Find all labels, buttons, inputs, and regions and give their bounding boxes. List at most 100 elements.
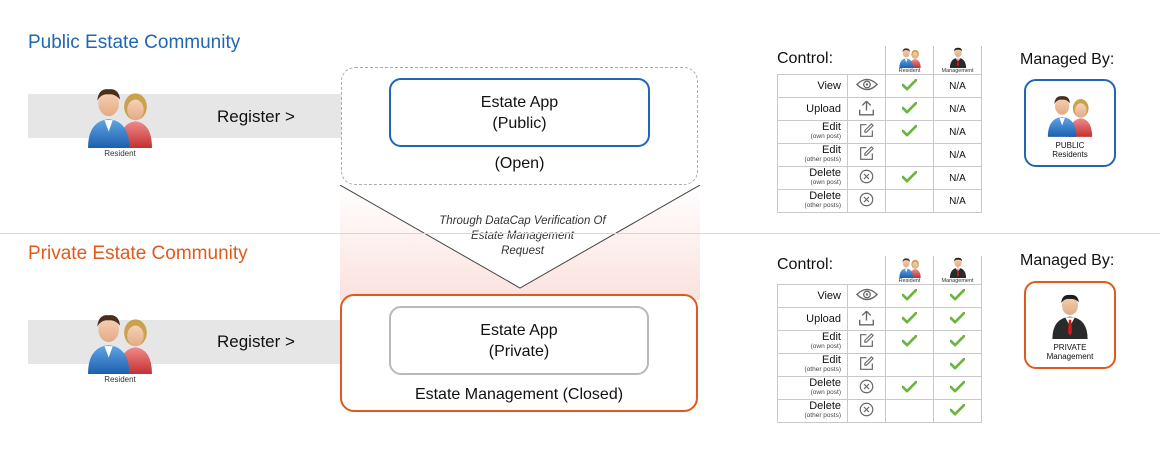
section-divider: [0, 233, 1160, 234]
action-label: Delete: [809, 400, 841, 412]
empty-cell: [885, 353, 934, 377]
edit-icon: [859, 123, 874, 138]
empty-cell: [885, 143, 934, 167]
action-sublabel: (other posts): [804, 366, 842, 373]
private-col-management-label: Management: [941, 278, 974, 284]
na-label: N/A: [949, 104, 966, 115]
public-app-line-2: (Public): [492, 114, 547, 132]
check-icon: [902, 79, 917, 91]
action-label: Delete: [809, 377, 841, 389]
public-app-line-1: Estate App: [480, 93, 559, 111]
edit-icon: [859, 356, 874, 371]
check-icon: [950, 289, 965, 301]
action-sublabel: (own post): [810, 179, 841, 186]
check-icon: [902, 312, 917, 324]
public-managed-title: Managed By:: [1020, 51, 1115, 68]
private-managed-line-1: PRIVATE: [1053, 343, 1087, 352]
action-label: Delete: [809, 190, 841, 202]
action-sublabel: (other posts): [804, 202, 842, 209]
private-control-row: View: [777, 284, 982, 308]
empty-cell: [885, 189, 934, 213]
action-label: Edit: [822, 121, 841, 133]
public-managed-line-1: PUBLIC: [1055, 141, 1085, 150]
delete-icon: [859, 192, 874, 207]
action-label: Upload: [806, 312, 841, 325]
private-col-resident-label: Resident: [898, 278, 921, 284]
private-app-line-2: (Private): [488, 342, 550, 360]
na-label: N/A: [949, 173, 966, 184]
public-control-row: View N/A: [777, 74, 982, 98]
action-label: Edit: [822, 354, 841, 366]
na-label: N/A: [949, 127, 966, 138]
check-icon: [902, 171, 917, 183]
public-managed-residents-icon: [1045, 91, 1095, 137]
action-sublabel: (own post): [810, 389, 841, 396]
public-col-resident-label: Resident: [898, 68, 921, 74]
upload-icon: [858, 100, 875, 116]
action-label: View: [817, 289, 841, 302]
public-app-box[interactable]: Estate App (Public): [389, 78, 650, 147]
private-col-resident: Resident: [885, 256, 934, 285]
action-label: View: [817, 79, 841, 92]
verification-line-2: Estate Management: [471, 230, 574, 242]
public-state-label: (Open): [494, 155, 545, 172]
verification-text: Through DataCap Verification Of Estate M…: [400, 214, 645, 259]
private-action-edit-own-post: Edit(own post): [777, 330, 848, 354]
action-sublabel: (own post): [810, 133, 841, 140]
public-managed-line-2: Residents: [1052, 150, 1088, 159]
upload-icon: [858, 310, 875, 326]
private-control-row: Delete(own post): [777, 376, 982, 400]
private-control-row: Edit(own post): [777, 330, 982, 354]
na-label: N/A: [949, 150, 966, 161]
action-sublabel: (other posts): [804, 156, 842, 163]
private-action-delete-other-posts: Delete(other posts): [777, 399, 848, 423]
eye-icon: [856, 77, 878, 92]
private-action-upload: Upload: [777, 307, 848, 331]
empty-cell: [885, 399, 934, 423]
check-icon: [902, 381, 917, 393]
check-icon: [950, 335, 965, 347]
public-register-label: Register >: [217, 107, 295, 126]
public-control-title: Control:: [777, 50, 834, 67]
public-resident-caption: Resident: [104, 149, 136, 158]
private-control-row: Edit(other posts): [777, 353, 982, 377]
private-col-management: Management: [933, 256, 982, 285]
private-control-row: Delete(other posts): [777, 399, 982, 423]
public-resident-icon: [83, 82, 157, 148]
edit-icon: [859, 333, 874, 348]
private-managed-line-2: Management: [1046, 352, 1094, 361]
private-action-edit-other-posts: Edit(other posts): [777, 353, 848, 377]
private-resident-icon: [83, 308, 157, 374]
private-managed-box: PRIVATE Management: [1024, 281, 1116, 369]
eye-icon: [856, 287, 878, 302]
delete-icon: [859, 169, 874, 184]
public-control-row: Edit(own post) N/A: [777, 120, 982, 144]
check-icon: [902, 335, 917, 347]
private-control-row: Upload: [777, 307, 982, 331]
public-action-edit-other-posts: Edit(other posts): [777, 143, 848, 167]
na-label: N/A: [949, 81, 966, 92]
check-icon: [950, 312, 965, 324]
public-control-row: Upload N/A: [777, 97, 982, 121]
check-icon: [950, 404, 965, 416]
public-col-management-label: Management: [941, 68, 974, 74]
private-register-band: [28, 320, 390, 364]
public-register-band: [28, 94, 390, 138]
public-control-row: Edit(other posts) N/A: [777, 143, 982, 167]
public-col-management: Management: [933, 46, 982, 75]
private-app-box[interactable]: Estate App (Private): [389, 306, 649, 375]
action-sublabel: (other posts): [804, 412, 842, 419]
private-register-label: Register >: [217, 332, 295, 351]
private-action-view: View: [777, 284, 848, 308]
check-icon: [950, 358, 965, 370]
public-col-resident: Resident: [885, 46, 934, 75]
action-label: Upload: [806, 102, 841, 115]
check-icon: [902, 289, 917, 301]
edit-icon: [859, 146, 874, 161]
private-control-title: Control:: [777, 256, 834, 273]
action-label: Edit: [822, 331, 841, 343]
public-section-title: Public Estate Community: [28, 32, 241, 53]
